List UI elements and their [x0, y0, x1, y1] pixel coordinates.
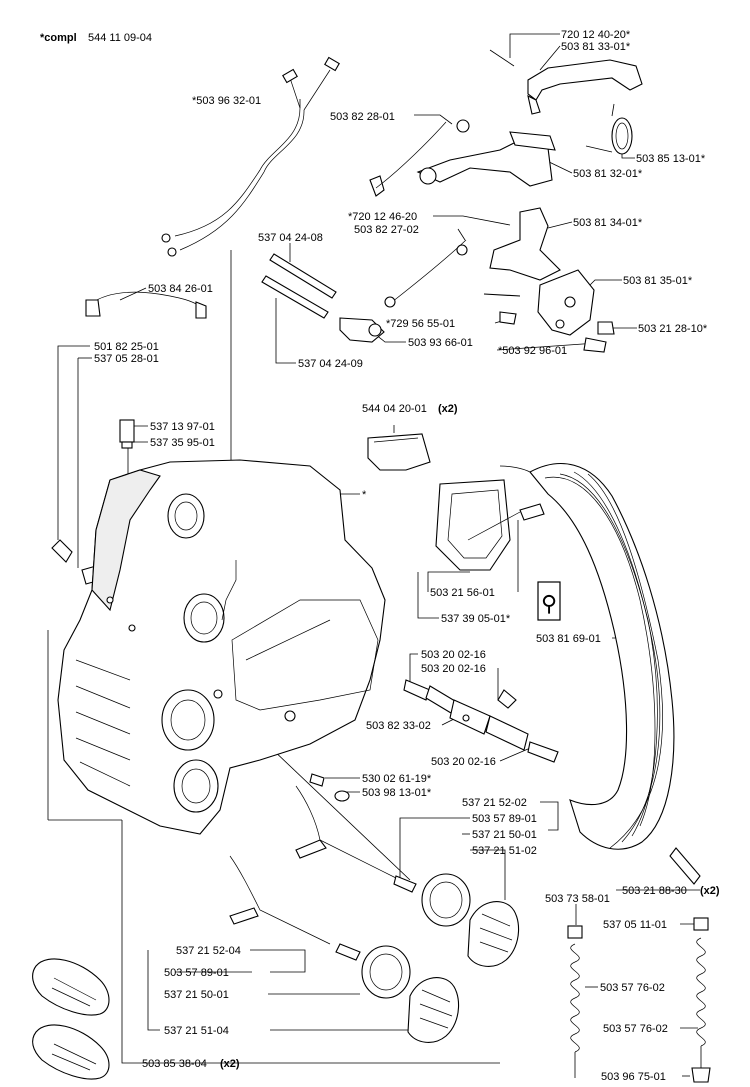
- part-labels: *compl 544 11 09-04 720 12 40-20* 503 81…: [40, 29, 720, 1083]
- part-label: 503 82 33-02: [366, 720, 431, 732]
- part-label: 503 21 56-01: [430, 587, 495, 599]
- part-label: 503 81 35-01*: [623, 275, 693, 287]
- nipple-part: [119, 419, 135, 449]
- part-label: 537 04 24-08: [258, 232, 323, 244]
- part-label: 503 21 28-10*: [638, 323, 708, 335]
- spring-left-part: [567, 925, 583, 1078]
- part-label: 537 04 24-09: [298, 358, 363, 370]
- spring-right-part: [691, 917, 711, 1083]
- part-label: 530 02 61-19*: [362, 773, 432, 785]
- screw-pair-part: [309, 773, 350, 802]
- compl-number: 544 11 09-04: [88, 32, 152, 44]
- part-label: 537 05 28-01: [94, 353, 159, 365]
- part-label: *: [362, 489, 367, 501]
- part-label: 503 81 32-01*: [573, 168, 643, 180]
- part-label: 537 21 52-02: [462, 797, 527, 809]
- part-label-qty: (x2): [438, 403, 458, 415]
- part-label: 503 57 89-01: [472, 813, 537, 825]
- throttle-lock-part: [489, 49, 643, 115]
- throttle-trigger-part: [416, 119, 556, 187]
- part-label: *503 96 32-01: [192, 95, 261, 107]
- part-label-qty: (x2): [700, 885, 720, 897]
- part-label: *503 92 96-01: [498, 345, 567, 357]
- handle-tube-part: [499, 463, 701, 885]
- part-label: 720 12 40-20*: [561, 29, 631, 41]
- part-label: 537 39 05-01*: [441, 613, 511, 625]
- choke-rod-part: [369, 121, 615, 353]
- hose-clamps-part: [32, 958, 110, 1080]
- part-label: 503 57 89-01: [164, 967, 229, 979]
- gasket-part: [435, 479, 545, 571]
- part-label: 503 20 02-16: [431, 756, 496, 768]
- seal-part: [367, 433, 431, 471]
- part-label: 503 82 27-02: [354, 224, 419, 236]
- part-label: 503 96 75-01: [601, 1071, 666, 1083]
- part-label: 503 57 76-02: [600, 982, 665, 994]
- part-label: 503 21 88-30: [622, 885, 687, 897]
- part-label: 503 81 69-01: [536, 633, 601, 645]
- part-label: 503 82 28-01: [330, 111, 395, 123]
- part-label: 503 20 02-16: [421, 663, 486, 675]
- cable-part: [85, 291, 207, 319]
- part-label: 503 85 13-01*: [636, 153, 706, 165]
- part-label: 503 81 33-01*: [561, 41, 631, 53]
- part-label: 503 84 26-01: [148, 283, 213, 295]
- cable-upper-part: [295, 785, 520, 967]
- wrench-icon: ⚲: [541, 592, 557, 617]
- wire-harness-part: [161, 56, 340, 257]
- part-label: 537 21 52-04: [176, 945, 241, 957]
- part-label: 501 82 25-01: [94, 341, 159, 353]
- rods-part: [261, 253, 385, 343]
- part-label: 503 81 34-01*: [573, 217, 643, 229]
- part-label: *729 56 55-01: [386, 318, 455, 330]
- part-label: 537 21 51-02: [472, 845, 537, 857]
- cable-lower-part: [229, 855, 460, 1043]
- part-label: 503 73 58-01: [545, 893, 610, 905]
- part-label: *720 12 46-20: [348, 211, 417, 223]
- part-label: 544 04 20-01: [362, 403, 427, 415]
- part-label: 503 57 76-02: [603, 1023, 668, 1035]
- part-label: 503 98 13-01*: [362, 787, 432, 799]
- spring-part: [585, 103, 633, 155]
- tool-box: ⚲: [537, 581, 561, 621]
- part-label: 537 13 97-01: [150, 421, 215, 433]
- part-label: 537 05 11-01: [603, 919, 667, 931]
- part-label: 503 93 66-01: [408, 337, 473, 349]
- part-label: 537 21 50-01: [472, 829, 537, 841]
- parts-art: ⚲: [32, 49, 711, 1083]
- part-label: 537 21 50-01: [164, 989, 229, 1001]
- compl-prefix: *compl: [40, 32, 77, 44]
- part-label: 537 35 95-01: [150, 437, 215, 449]
- part-label-qty: (x2): [220, 1058, 240, 1070]
- part-label: 503 85 38-04: [142, 1058, 207, 1070]
- adjuster-part: [403, 679, 559, 763]
- crankcase-part: [57, 459, 386, 835]
- part-label: 503 20 02-16: [421, 649, 486, 661]
- part-label: 537 21 51-04: [164, 1025, 229, 1037]
